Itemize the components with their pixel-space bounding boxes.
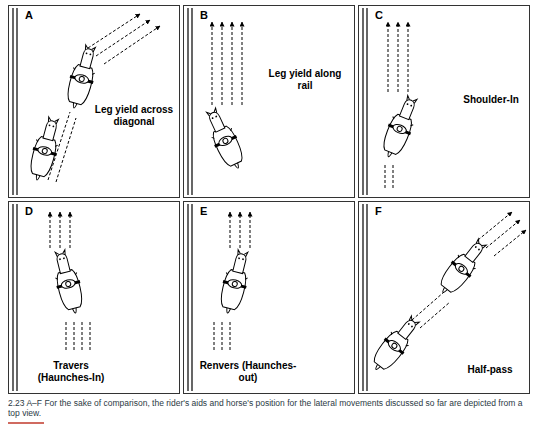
panel-letter: F (375, 205, 382, 217)
movement-panel: A Leg yield across diagonal (8, 5, 180, 198)
movement-panel: F Half-pass (358, 201, 530, 394)
movement-panel: C Shoulder-In (358, 5, 530, 198)
movement-label: Leg yield across diagonal (91, 104, 177, 127)
movement-label: Leg yield along rail (262, 68, 348, 91)
panel-letter: A (25, 9, 33, 21)
movement-label: Travers (Haunches-In) (25, 360, 117, 383)
figure-caption: 2.23 A–F For the sake of comparison, the… (8, 398, 534, 418)
movement-panel: D Travers (Haunches-In) (8, 201, 180, 394)
movement-panel: B Leg yield along rail (183, 5, 355, 198)
panel-letter: D (25, 205, 33, 217)
movement-label: Renvers (Haunches-out) (198, 360, 298, 383)
panel-letter: B (200, 9, 208, 21)
panel-letter: E (200, 205, 207, 217)
panel-letter: C (375, 9, 383, 21)
movement-label: Shoulder-In (455, 94, 527, 106)
movement-label: Half-pass (455, 364, 525, 376)
movement-panel: E Renvers (Haunches-out) (183, 201, 355, 394)
